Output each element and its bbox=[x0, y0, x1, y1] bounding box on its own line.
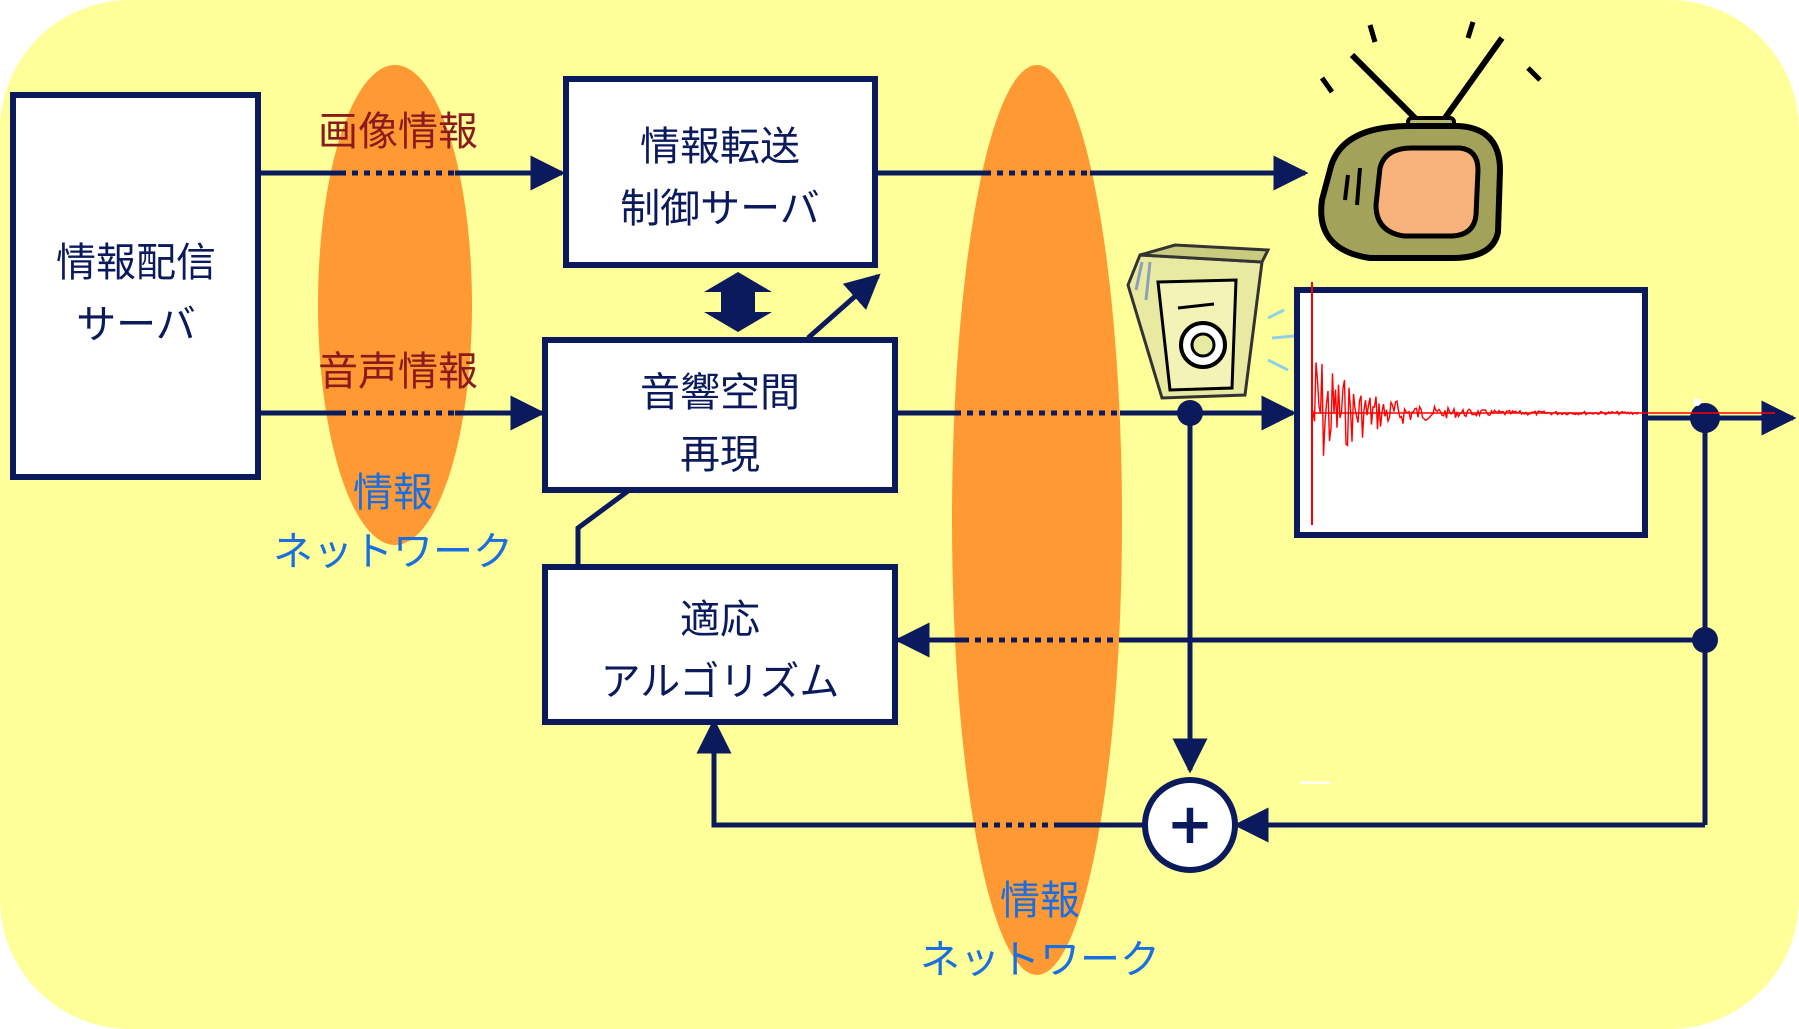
adaptive-algorithm-label-line1: 適応 bbox=[680, 597, 760, 643]
transfer-server-label-line2: 制御サーバ bbox=[620, 186, 820, 232]
audio-info-label: 音声情報 bbox=[318, 349, 478, 395]
adaptive-algorithm-label-line2: アルゴリズム bbox=[601, 659, 840, 705]
right-network-label-line2: ネットワーク bbox=[920, 937, 1160, 983]
summing-junction bbox=[1142, 777, 1238, 873]
error-to-adaptive-arrow bbox=[696, 718, 970, 828]
summing-junction-symbol: + bbox=[1167, 792, 1214, 857]
adaptive-algorithm-box bbox=[542, 564, 898, 725]
left-network-label-line1: 情報 bbox=[353, 470, 433, 516]
left-network-ellipse bbox=[318, 65, 472, 545]
acoustic-reproduction-label-line2: 再現 bbox=[680, 432, 760, 478]
transfer-server-label-line1: 情報転送 bbox=[640, 124, 800, 170]
impulse-response-waveform bbox=[1311, 282, 1775, 525]
television-icon bbox=[1318, 21, 1542, 261]
acoustic-reproduction-box bbox=[542, 337, 898, 493]
feedback-junction-dot bbox=[1692, 627, 1718, 653]
output-junction-dot bbox=[1690, 403, 1720, 433]
speaker-icon bbox=[1126, 243, 1295, 400]
transfer-control-server-box bbox=[563, 76, 878, 268]
minus-sign: — bbox=[1298, 761, 1332, 801]
distribution-server-label-line1: 情報配信 bbox=[56, 240, 216, 286]
distribution-server-box bbox=[10, 92, 261, 480]
right-network-ellipse bbox=[952, 65, 1122, 975]
bidirectional-arrow bbox=[704, 272, 772, 332]
adaptive-control-line bbox=[575, 488, 630, 565]
output-dot-highlight bbox=[1693, 398, 1701, 406]
image-info-label: 画像情報 bbox=[318, 109, 478, 155]
right-network-label-line1: 情報 bbox=[1000, 878, 1080, 924]
left-network-label-line2: ネットワーク bbox=[273, 529, 513, 575]
reference-junction-dot bbox=[1177, 400, 1203, 426]
distribution-server-label-line2: サーバ bbox=[76, 302, 196, 348]
sync-arrow bbox=[806, 273, 881, 340]
acoustic-reproduction-label-line1: 音響空間 bbox=[640, 370, 800, 416]
